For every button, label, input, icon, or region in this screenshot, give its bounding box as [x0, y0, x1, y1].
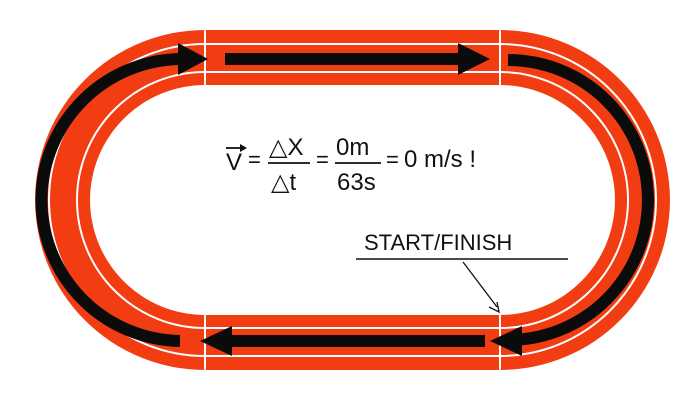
- vector-arrow-head: [240, 144, 247, 152]
- start-finish-label: START/FINISH: [364, 230, 512, 255]
- lane-line-inner: [76, 71, 629, 329]
- time-value: 63s: [337, 169, 376, 196]
- velocity-result: 0 m/s !: [404, 146, 476, 173]
- arrow-right-curve: [507, 54, 654, 346]
- start-finish-pointer-head: [488, 301, 500, 314]
- delta-x: △X: [269, 134, 303, 161]
- velocity-symbol: V: [226, 149, 242, 176]
- displacement-value: 0m: [336, 134, 369, 161]
- start-finish-pointer: [462, 261, 498, 308]
- arrow-bottom-head: [200, 326, 232, 356]
- arrow-left-head: [178, 43, 208, 75]
- velocity-equation: V = △X △t = 0m 63s = 0 m/s !: [226, 134, 476, 196]
- arrow-top-head: [458, 43, 490, 75]
- equals-sign-2: =: [316, 147, 329, 172]
- arrow-left-curve: [35, 52, 186, 347]
- delta-t: △t: [271, 169, 296, 196]
- equals-sign-1: =: [248, 147, 261, 172]
- equals-sign-3: =: [386, 147, 399, 172]
- arrow-right-head: [490, 326, 522, 356]
